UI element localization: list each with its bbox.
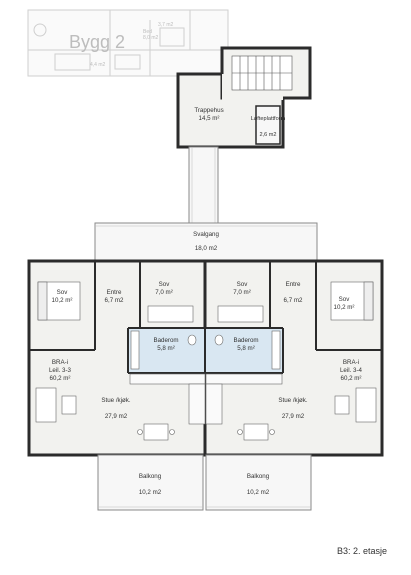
balconies — [97, 454, 312, 511]
gallery — [94, 222, 318, 262]
stairwell-area: 14,5 m² — [199, 115, 220, 122]
right-entrance-name: Entre — [286, 281, 301, 288]
right-living-area: 27,9 m2 — [282, 413, 305, 420]
left-bedroom-small-area: 7,0 m² — [155, 289, 173, 296]
right-bedroom-large-name: Sov — [339, 296, 351, 303]
left-entrance-name: Entre — [107, 289, 122, 296]
lift-area: 2,6 m2 — [259, 132, 276, 138]
left-bedroom-large-name: Sov — [57, 289, 69, 296]
gallery-area: 18,0 m2 — [195, 245, 218, 252]
right-bathroom-name: Baderom — [233, 337, 258, 344]
left-bra-area: 60,2 m² — [50, 375, 71, 382]
left-bra-name: BRA-i — [52, 359, 68, 366]
right-balcony-name: Balkong — [247, 473, 270, 480]
left-bedroom-large-area: 10,2 m² — [52, 297, 73, 304]
right-entrance-area: 6,7 m2 — [284, 297, 303, 304]
right-bedroom-large-area: 10,2 m² — [334, 304, 355, 311]
left-entrance-area: 6,7 m2 — [105, 297, 124, 304]
left-bathroom-area: 5,8 m² — [157, 345, 175, 352]
right-bra-name: BRA-i — [343, 359, 359, 366]
left-balcony-name: Balkong — [139, 473, 162, 480]
furniture — [35, 281, 377, 441]
left-balcony-area: 10,2 m2 — [139, 489, 162, 496]
gallery-name: Svalgang — [193, 231, 219, 238]
stair-flights — [231, 55, 293, 91]
stair-core — [176, 46, 312, 224]
ghost-area-3: 4,4 m2 — [90, 62, 106, 68]
building-label: Bygg 2 — [69, 32, 125, 52]
right-bathroom-area: 5,8 m² — [237, 345, 255, 352]
left-living-name: Stue /kjøk. — [101, 397, 131, 404]
ghost-area-2: 8,0 m2 — [143, 35, 159, 41]
left-bedroom-small-name: Sov — [159, 281, 171, 288]
right-bra-unit: Leil. 3-4 — [340, 367, 363, 374]
right-bedroom-small-name: Sov — [237, 281, 249, 288]
apartment-slab — [27, 259, 384, 457]
left-bra-unit: Leil. 3-3 — [49, 367, 72, 374]
right-bra-area: 60,2 m² — [341, 375, 362, 382]
right-living-name: Stue /kjøk. — [278, 397, 308, 404]
right-bedroom-small-area: 7,0 m² — [233, 289, 251, 296]
stairwell-name: Trappehus — [194, 107, 223, 114]
ghost-building — [27, 9, 229, 77]
floor-caption: B3: 2. etasje — [337, 546, 388, 556]
right-balcony-area: 10,2 m2 — [247, 489, 270, 496]
lift-name: Løfteplattform — [251, 116, 286, 122]
left-living-area: 27,9 m2 — [105, 413, 128, 420]
left-bathroom-name: Baderom — [153, 337, 178, 344]
ghost-bed-label: Bed — [143, 29, 152, 35]
ghost-area-1: 3,7 m2 — [158, 22, 174, 28]
